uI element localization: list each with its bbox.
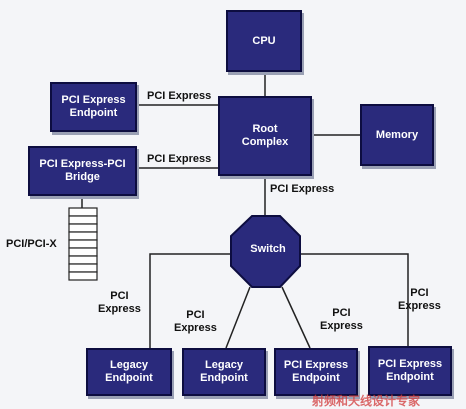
- switch-left-branch: [149, 253, 230, 348]
- switch-endpoint-2-link: [281, 286, 311, 349]
- legacy-endpoint-node: Legacy Endpoint: [182, 348, 266, 396]
- switch-label: Switch: [250, 243, 286, 255]
- legacy-2-link-label: PCI Express: [174, 309, 217, 334]
- pci-bus-slot: [68, 215, 98, 225]
- cpu-node: CPU: [226, 10, 302, 72]
- watermark-text: 射频和天线设计专家: [312, 394, 421, 408]
- endpoint-3-link-label: PCI Express: [398, 287, 441, 312]
- legacy-1-link-label: PCI Express: [98, 290, 141, 315]
- memory-node: Memory: [360, 104, 434, 166]
- pci-bus-slot: [68, 263, 98, 273]
- pci-bus-slot: [68, 223, 98, 233]
- root-complex-node: Root Complex: [218, 96, 312, 176]
- switch-right-branch: [300, 253, 409, 346]
- endpoint-link-label: PCI Express: [147, 90, 212, 102]
- pci-bus-slot: [68, 255, 98, 265]
- switch-legacy-2-link: [225, 286, 251, 349]
- pci-bus-slot: [68, 247, 98, 257]
- pcie-endpoint-node: PCI Express Endpoint: [50, 82, 137, 132]
- pci-bus-slot: [68, 239, 98, 249]
- switch-octagon: [230, 215, 301, 288]
- pci-bus-slot: [68, 207, 98, 217]
- pcie-pci-bridge-node: PCI Express-PCI Bridge: [28, 146, 137, 196]
- bridge-link-label: PCI Express: [147, 153, 212, 165]
- pcie-endpoint-node: PCI Express Endpoint: [368, 346, 452, 396]
- legacy-endpoint-node: Legacy Endpoint: [86, 348, 172, 396]
- pci-bus-label: PCI/PCI-X: [6, 238, 57, 250]
- pcie-endpoint-node: PCI Express Endpoint: [274, 348, 358, 396]
- pci-bus-slot: [68, 231, 98, 241]
- root-switch-link-label: PCI Express: [270, 183, 335, 195]
- pci-bus-slot: [68, 271, 98, 281]
- endpoint-2-link-label: PCI Express: [320, 307, 363, 332]
